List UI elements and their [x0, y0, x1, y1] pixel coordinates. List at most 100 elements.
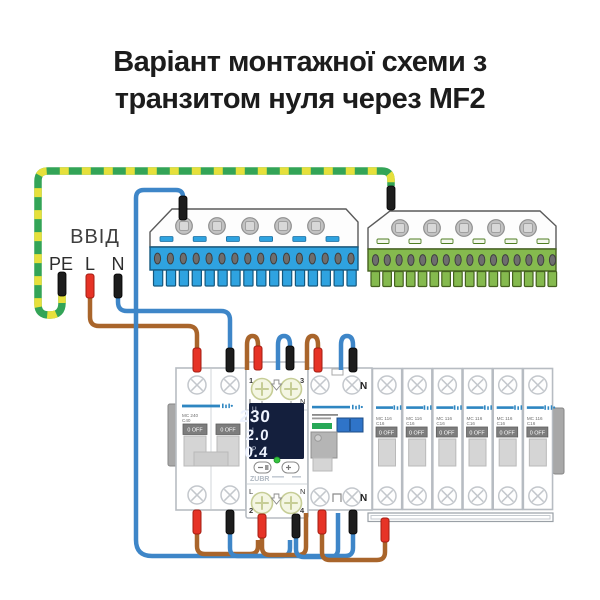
ferrule-rcd-n-top [348, 347, 358, 373]
n-bus-tooth [178, 269, 190, 287]
neutral-bus-return-wire [133, 187, 356, 559]
n-bus-tab [325, 236, 340, 242]
relay-display [249, 403, 304, 459]
neutral-busbar [149, 208, 359, 287]
pe-bus-tooth [464, 270, 475, 288]
relay-power-readout: 0.4 [244, 444, 269, 461]
pe-bus-hole [478, 254, 486, 266]
l-label: L [85, 254, 95, 274]
pe-bus-hole [537, 254, 545, 266]
relay-top-l-label: L [249, 397, 253, 406]
pe-bus-tooth [370, 270, 381, 288]
n-bus-tab [159, 236, 174, 242]
pe-bus-tab [504, 238, 518, 244]
branch-breakers-row [373, 369, 556, 510]
input-label: ВВІД [70, 226, 120, 248]
pe-bus-hole [430, 254, 439, 266]
n-bus-hole [244, 252, 252, 265]
n-bus-tooth [294, 269, 306, 287]
relay-terminal-1: 1 [249, 376, 253, 385]
relay-brand: ZUBR [250, 476, 269, 483]
n-bus-hole [218, 252, 226, 265]
n-bus-hole [308, 252, 316, 265]
jumper-breaker-to-relay-l-bottom [194, 534, 261, 557]
pe-bus-tab [472, 238, 486, 244]
pe-bus-tooth [405, 270, 416, 288]
n-bus-tooth [165, 269, 177, 287]
relay-u-label: U [252, 406, 257, 413]
n-bus-hole [347, 252, 355, 265]
n-label: N [112, 254, 125, 274]
pe-bus-screw [519, 219, 537, 237]
rcd-n-top-label: N [360, 381, 367, 392]
jumper-relay-l-out-bottom [259, 513, 309, 558]
relay-voltage-readout: 230 [239, 407, 272, 426]
n-bus-tooth [307, 269, 319, 287]
line-input-wire [87, 296, 200, 354]
ferrule-n-bus [178, 195, 188, 221]
main-breaker: MC 240 C40 0 OFF 0 OFF [175, 367, 247, 511]
pe-wire [34, 167, 395, 319]
din-end-cap-right [552, 407, 565, 475]
ferrule-breaker-l-bottom [192, 509, 202, 535]
relay-terminal-3: 3 [300, 376, 304, 385]
rcd-green-marking [312, 423, 332, 429]
single-breaker-unit [493, 369, 525, 510]
relay-current-readout: 2.0 [245, 427, 270, 444]
n-bus-teeth [152, 269, 357, 287]
n-bus-tooth [152, 269, 164, 287]
n-bus-tooth [346, 269, 357, 287]
pe-bus-screw [391, 219, 409, 237]
n-bus-tab [192, 236, 207, 242]
jumper-relay-n-out-bottom [293, 513, 341, 560]
n-bus-hole [179, 252, 187, 265]
single-breaker-unit [523, 369, 555, 510]
n-bus-screw [241, 217, 259, 235]
pe-bus-hole [419, 254, 427, 266]
ferrule-breaker-n-top [225, 347, 235, 373]
n-bus-tooth [217, 269, 228, 287]
pe-bus-tooth [511, 270, 522, 288]
rcd-device: N N [307, 367, 373, 511]
n-bus-tooth [333, 269, 344, 287]
pe-bus-hole [489, 254, 498, 266]
relay-bottom-n-label: N [300, 487, 305, 496]
comb-busbar [367, 512, 554, 523]
ferrule-rcd-l-bottom [317, 509, 327, 535]
n-bus-tooth [204, 269, 215, 287]
pe-bus-hole [407, 254, 415, 266]
n-bus-screw [208, 217, 226, 235]
n-bus-hole [166, 252, 174, 265]
n-bus-hole [334, 252, 342, 265]
pe-bus-hole [395, 254, 403, 266]
pe-label: PE [49, 254, 73, 274]
ferrule-breaker-n-bottom [225, 509, 235, 535]
main-breaker-lever-label-2: 0 OFF [220, 428, 236, 434]
ferrule-breaker-l-top [192, 347, 202, 373]
pe-bus-tooth [476, 270, 487, 288]
pe-bus-hole [442, 254, 450, 266]
ferrule-rcd-n-bottom [348, 509, 358, 535]
relay-terminal-2: 2 [249, 506, 253, 515]
n-bus-screw [274, 217, 292, 235]
ferrule-l-input [85, 273, 95, 299]
n-bus-hole [231, 252, 239, 265]
page-title: Варіант монтажної схеми з транзитом нуля… [0, 44, 600, 118]
n-bus-hole [321, 252, 329, 265]
n-bus-hole [205, 252, 213, 265]
n-bus-tab [259, 236, 274, 242]
n-bus-tooth [243, 269, 254, 287]
pe-bus-tooth [441, 270, 451, 288]
main-breaker-marking: MC 240 [182, 413, 199, 418]
pe-bus-screw [455, 219, 473, 237]
n-bus-tooth [256, 269, 267, 287]
neutral-input-wire [115, 296, 233, 354]
ferrule-relay-3 [285, 345, 295, 371]
n-bus-tooth [269, 269, 280, 287]
n-bus-tab [225, 236, 240, 242]
pe-bus-tooth [547, 270, 558, 288]
relay-led [273, 456, 281, 464]
relay-terminal-4: 4 [300, 506, 305, 515]
pe-bus-hole [525, 254, 533, 266]
main-breaker-lever-label-1: 0 OFF [187, 428, 203, 434]
